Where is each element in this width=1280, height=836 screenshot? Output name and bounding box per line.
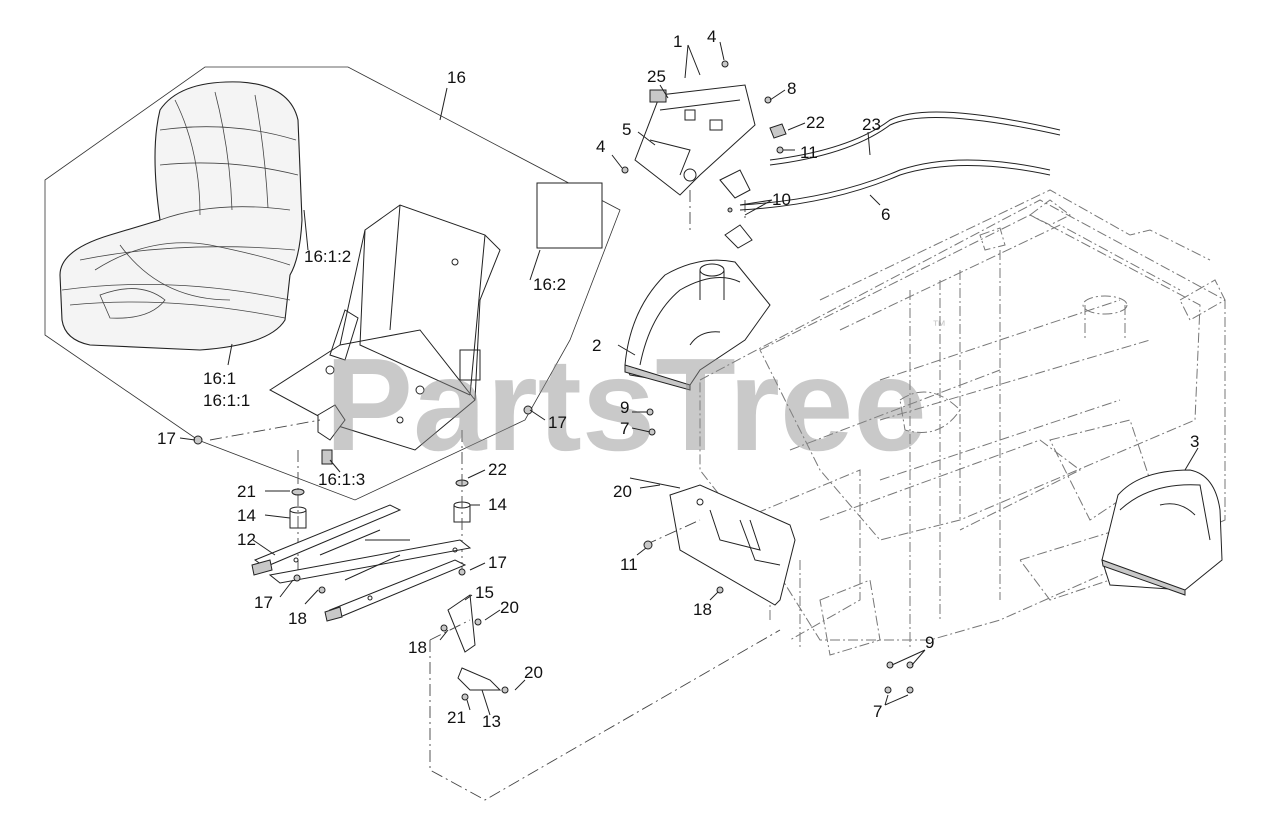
callout-4-top: 4 <box>707 27 716 46</box>
callout-13: 13 <box>482 712 501 731</box>
leader-lines <box>179 41 1199 716</box>
callout-16-1-3: 16:1:3 <box>318 470 365 489</box>
callout-9-left: 9 <box>620 398 629 417</box>
callout-18-right: 18 <box>693 600 712 619</box>
callout-3: 3 <box>1190 432 1199 451</box>
watermark-text: PartsTree <box>325 331 927 478</box>
callout-16-2: 16:2 <box>533 275 566 294</box>
small-hardware <box>193 60 914 701</box>
fender-right <box>1101 469 1223 596</box>
callout-9-bottom: 9 <box>925 633 934 652</box>
seat-pan <box>269 182 603 465</box>
callout-16-1-1: 16:1:1 <box>203 391 250 410</box>
decal-16-2 <box>536 182 603 249</box>
callout-8: 8 <box>787 79 796 98</box>
callout-22: 22 <box>806 113 825 132</box>
fender-left <box>624 259 771 391</box>
watermark: PartsTree ™ <box>325 317 946 478</box>
key-switch-parts <box>689 123 787 249</box>
control-panel <box>634 84 756 196</box>
callout-20-right: 20 <box>524 663 543 682</box>
callout-7-left: 7 <box>620 419 629 438</box>
callout-16-1-2: 16:1:2 <box>304 247 351 266</box>
callout-5: 5 <box>622 120 631 139</box>
control-cables <box>739 111 1061 211</box>
callout-20-upper: 20 <box>500 598 519 617</box>
callout-1: 1 <box>673 32 682 51</box>
callout-23: 23 <box>862 115 881 134</box>
callout-25: 25 <box>647 67 666 86</box>
mounting-bracket <box>629 477 796 606</box>
seat-rails <box>251 504 472 622</box>
callout-17-bottom: 17 <box>254 593 273 612</box>
callout-18-left: 18 <box>288 609 307 628</box>
tractor-frame <box>699 189 1226 656</box>
callout-19: 20 <box>613 482 632 501</box>
callout-17-right: 17 <box>548 413 567 432</box>
callout-17-rail: 17 <box>488 553 507 572</box>
callout-4-left: 4 <box>596 137 605 156</box>
callout-21-left: 21 <box>237 482 256 501</box>
callout-14-left: 14 <box>237 506 256 525</box>
callout-6: 6 <box>881 205 890 224</box>
callout-7-bottom: 7 <box>873 702 882 721</box>
callout-14-right: 14 <box>488 495 507 514</box>
callout-16-1: 16:1 <box>203 369 236 388</box>
seat-cushion <box>59 81 303 351</box>
callout-11-top: 11 <box>800 143 818 162</box>
callout-16: 16 <box>447 68 466 87</box>
callout-18-mid: 18 <box>408 638 427 657</box>
callout-2: 2 <box>592 336 601 355</box>
callout-15: 15 <box>475 583 494 602</box>
seat-assembly-outline <box>44 66 621 501</box>
callout-labels: 16 16:1:2 16:2 16:1 16:1:1 16:1:3 17 17 … <box>157 27 1199 731</box>
watermark-trademark: ™ <box>932 317 946 333</box>
seat-brackets <box>429 594 781 801</box>
callout-12: 12 <box>237 530 256 549</box>
callout-17-left: 17 <box>157 429 176 448</box>
callout-10: 10 <box>772 190 791 209</box>
seat-mount-hardware <box>209 419 471 580</box>
callout-21-right: 22 <box>488 460 507 479</box>
callout-20-lower: 21 <box>447 708 466 727</box>
callout-11-bottom: 11 <box>620 555 638 574</box>
